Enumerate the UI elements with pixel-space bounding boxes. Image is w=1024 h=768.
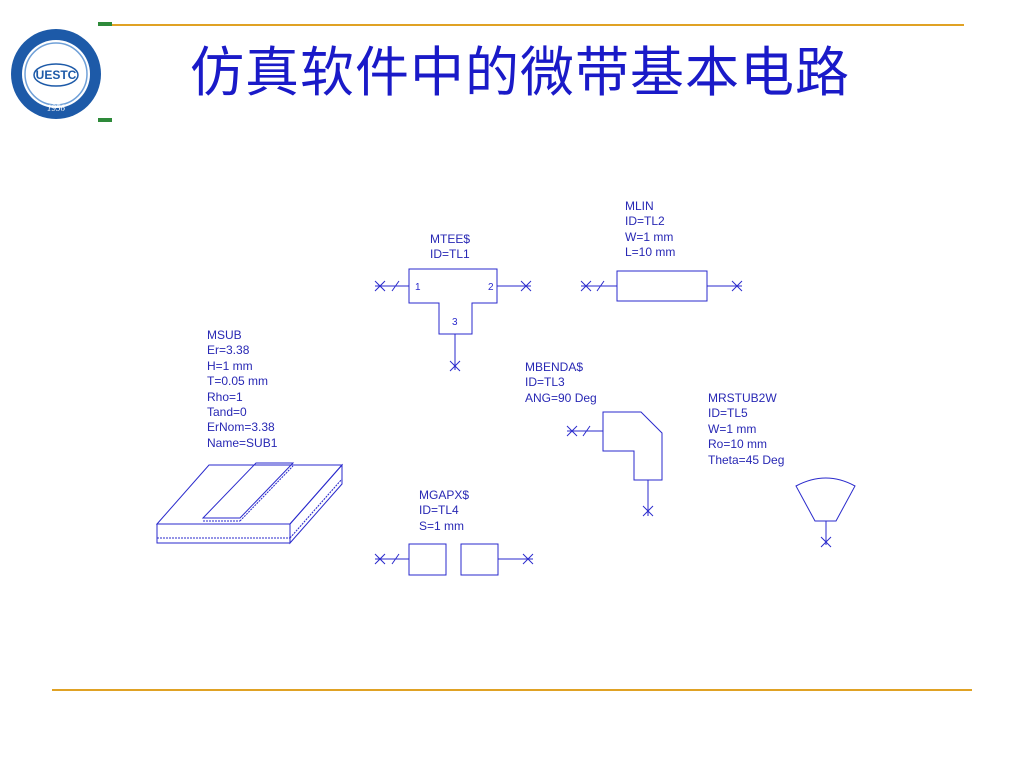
label-line: Theta=45 Deg	[708, 452, 785, 467]
mbend-symbol	[566, 411, 663, 517]
label-line: MGAPX$	[419, 488, 470, 502]
bottom-divider	[52, 689, 972, 691]
mtee-pin-3: 3	[452, 317, 458, 328]
university-seal-icon: UESTC 1956	[11, 22, 112, 122]
label-line: MLIN	[625, 199, 654, 213]
label-line: ID=TL1	[430, 247, 470, 262]
label-line: Tand=0	[207, 405, 247, 420]
label-line: W=1 mm	[625, 229, 674, 244]
mbend-label: MBENDA$ ID=TL3 ANG=90 Deg	[525, 360, 597, 406]
label-line: MRSTUB2W	[708, 391, 777, 405]
msub-symbol	[155, 462, 344, 545]
mtee-pin-2: 2	[488, 282, 494, 293]
slide-title: 仿真软件中的微带基本电路	[190, 41, 850, 104]
mtee-symbol	[374, 268, 532, 372]
label-line: MSUB	[207, 328, 242, 342]
mlin-symbol	[580, 270, 743, 302]
mgap-label: MGAPX$ ID=TL4 S=1 mm	[419, 488, 469, 534]
label-line: ID=TL3	[525, 375, 565, 390]
mlin-label: MLIN ID=TL2 W=1 mm L=10 mm	[625, 199, 675, 261]
university-logo: UESTC 1956	[10, 22, 112, 126]
msub-label: MSUB Er=3.38 H=1 mm T=0.05 mm Rho=1 Tand…	[207, 328, 277, 451]
logo-year-text: 1956	[47, 103, 66, 113]
mtee-pin-1: 1	[415, 282, 421, 293]
label-line: Ro=10 mm	[708, 437, 768, 452]
label-line: ANG=90 Deg	[525, 390, 597, 405]
mrstub-label: MRSTUB2W ID=TL5 W=1 mm Ro=10 mm Theta=45…	[708, 391, 784, 468]
logo-emblem-text: UESTC	[36, 68, 77, 82]
label-line: L=10 mm	[625, 245, 676, 260]
label-line: MTEE$	[430, 232, 471, 246]
mrstub-symbol	[795, 477, 856, 548]
mgap-symbol	[374, 543, 534, 576]
mtee-label: MTEE$ ID=TL1	[430, 232, 470, 263]
label-line: Name=SUB1	[207, 435, 278, 450]
label-line: W=1 mm	[708, 421, 757, 436]
label-line: ID=TL4	[419, 503, 459, 518]
label-line: S=1 mm	[419, 518, 465, 533]
label-line: ID=TL5	[708, 406, 748, 421]
label-line: ID=TL2	[625, 214, 665, 229]
label-line: T=0.05 mm	[207, 374, 269, 389]
label-line: MBENDA$	[525, 360, 584, 374]
top-divider	[110, 24, 964, 26]
label-line: Rho=1	[207, 389, 243, 404]
label-line: ErNom=3.38	[207, 420, 275, 435]
label-line: Er=3.38	[207, 343, 250, 358]
label-line: H=1 mm	[207, 358, 253, 373]
